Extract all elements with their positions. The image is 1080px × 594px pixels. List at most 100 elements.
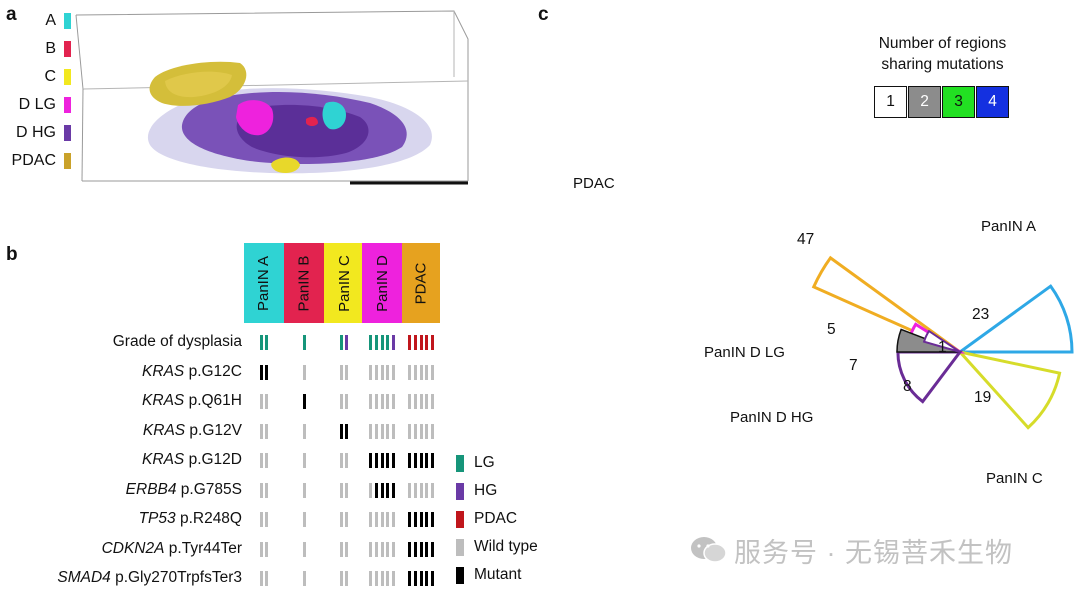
matrix-tick	[265, 453, 269, 468]
matrix-tick	[380, 453, 384, 468]
matrix-tick	[407, 394, 411, 409]
matrix-tick	[419, 394, 423, 409]
column-header-label: PDAC	[412, 262, 430, 304]
matrix-tick	[259, 364, 263, 380]
matrix-tick	[386, 482, 390, 498]
region-legend-label: C	[44, 68, 56, 85]
matrix-tick	[265, 335, 269, 350]
matrix-tick	[345, 482, 349, 498]
variant-name: p.Tyr44Ter	[164, 539, 242, 557]
matrix-tick	[368, 453, 372, 468]
matrix-tick	[431, 512, 435, 527]
matrix-tick	[413, 335, 417, 350]
region-legend-swatch	[64, 13, 71, 29]
matrix-tick	[374, 512, 378, 527]
matrix-tick	[265, 541, 269, 557]
variant-name: p.G12D	[184, 451, 242, 468]
matrix-tick	[413, 364, 417, 380]
matrix-tick	[392, 453, 396, 468]
matrix-tick	[419, 453, 423, 468]
matrix-tick	[380, 423, 384, 439]
row-label: SMAD4 p.Gly270TrpfsTer3	[0, 569, 242, 587]
matrix-tick	[392, 512, 396, 527]
value-label-panin-c: 19	[974, 389, 992, 406]
variant-name: p.Gly270TrpfsTer3	[110, 569, 242, 586]
matrix-tick	[265, 423, 269, 439]
matrix-tick	[259, 453, 263, 468]
matrix-tick	[425, 394, 429, 409]
matrix-tick	[431, 423, 435, 439]
gene-name: KRAS	[142, 421, 186, 439]
matrix-tick	[265, 512, 269, 527]
matrix-tick	[413, 394, 417, 409]
matrix-tick	[392, 423, 396, 439]
matrix-tick	[302, 541, 306, 557]
variant-name: p.G12C	[184, 362, 242, 380]
region-legend-label: B	[45, 40, 56, 57]
value-label-panin-d-hg: 8	[903, 378, 912, 395]
region-legend-swatch	[64, 97, 71, 113]
column-header-label: PanIN A	[255, 255, 273, 311]
matrix-tick	[380, 335, 384, 350]
matrix-tick	[386, 512, 390, 527]
matrix-tick	[339, 423, 343, 439]
sharing-count-box: 1	[874, 86, 907, 118]
matrix-tick	[425, 423, 429, 439]
matrix-tick	[374, 482, 378, 498]
matrix-tick	[392, 394, 396, 409]
legend-label: Mutant	[474, 566, 522, 583]
matrix-tick	[413, 512, 417, 527]
matrix-tick	[419, 335, 423, 350]
matrix-tick	[368, 482, 372, 498]
matrix-tick	[425, 571, 429, 586]
region-legend-label: D HG	[16, 124, 56, 141]
matrix-tick	[407, 364, 411, 380]
gene-name: SMAD4	[57, 569, 111, 586]
column-header-label: PanIN C	[335, 254, 353, 312]
matrix-tick	[386, 335, 390, 350]
matrix-tick	[374, 571, 378, 586]
legend-swatch	[456, 539, 464, 556]
matrix-tick	[345, 423, 349, 439]
matrix-tick	[259, 394, 263, 409]
column-header: PanIN A	[244, 243, 284, 323]
matrix-tick	[345, 394, 349, 409]
row-label: TP53 p.R248Q	[0, 510, 242, 528]
gene-name: CDKN2A	[101, 539, 165, 557]
matrix-tick	[302, 423, 306, 439]
matrix-tick	[339, 571, 343, 586]
matrix-tick	[431, 541, 435, 557]
matrix-tick	[345, 335, 349, 350]
matrix-tick	[413, 571, 417, 586]
wedge-panin-d-hg	[896, 350, 964, 404]
variant-name: Grade of dysplasia	[112, 333, 242, 350]
matrix-tick	[380, 571, 384, 586]
matrix-tick	[259, 423, 263, 439]
matrix-tick	[419, 364, 423, 380]
matrix-tick	[368, 394, 372, 409]
sector-label-pdac: PDAC	[573, 175, 615, 192]
sharing-count-box: 4	[976, 86, 1009, 118]
value-label-shared-4: 1	[938, 339, 947, 356]
legend-label: HG	[474, 482, 498, 499]
legend-title: Number of regions sharing mutations	[878, 35, 1007, 73]
wedge-panin-a	[955, 284, 1074, 354]
matrix-tick	[302, 364, 306, 380]
matrix-tick	[386, 453, 390, 468]
variant-name: p.Q61H	[184, 392, 242, 409]
matrix-tick	[392, 335, 396, 350]
matrix-tick	[345, 453, 349, 468]
matrix-tick	[380, 541, 384, 557]
panel-letter-c: c	[538, 4, 549, 25]
matrix-tick	[265, 364, 269, 380]
gene-name: KRAS	[142, 362, 185, 380]
matrix-tick	[374, 335, 378, 350]
matrix-tick	[425, 482, 429, 498]
value-label-panin-d-lg: 5	[827, 321, 836, 338]
matrix-tick	[259, 571, 263, 586]
matrix-tick	[339, 541, 343, 557]
column-header: PanIN C	[324, 243, 364, 323]
matrix-tick	[419, 512, 423, 527]
region-legend-swatch	[64, 153, 71, 169]
matrix-tick	[431, 394, 435, 409]
